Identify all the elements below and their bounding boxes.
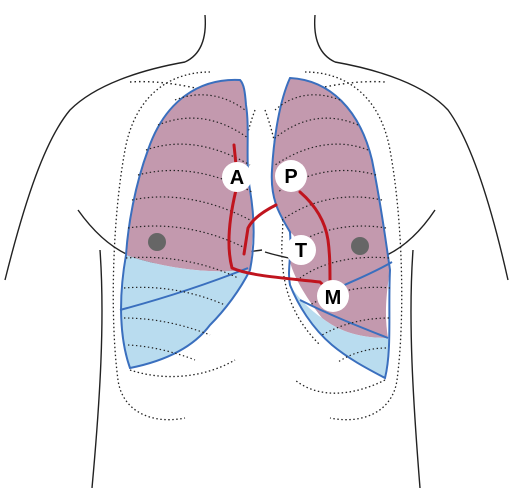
label-mitral-circle xyxy=(317,280,349,312)
label-mitral: M xyxy=(317,280,349,312)
label-mitral-text: M xyxy=(325,287,342,309)
nipple-right xyxy=(351,237,369,255)
lung-left-lower-lobe xyxy=(121,255,250,368)
rib-lines xyxy=(123,94,391,363)
label-tricuspid: T xyxy=(286,235,316,265)
lung-right-outline xyxy=(270,76,392,380)
route-lines xyxy=(227,143,332,292)
label-pulmonic-text: P xyxy=(284,166,297,188)
nipple-left xyxy=(148,233,166,251)
lung-left-upper-lobe xyxy=(126,79,253,272)
lung-right-lower-lobe xyxy=(290,285,389,378)
rib-right-6 xyxy=(289,225,387,249)
rib-left-7 xyxy=(125,256,239,279)
rib-right-2 xyxy=(274,117,359,139)
left-shoulder-line xyxy=(4,61,186,281)
rib-left-8 xyxy=(123,286,226,306)
rib-right-9 xyxy=(321,317,390,336)
label-pulmonic-circle xyxy=(275,160,307,192)
rib-left-9 xyxy=(123,317,211,336)
rib-left-2 xyxy=(157,117,249,139)
label-aortic-text: A xyxy=(230,167,244,189)
neck-left-line xyxy=(184,14,207,63)
body-outline xyxy=(4,14,509,488)
lower-rib-right xyxy=(294,379,386,394)
label-tricuspid-text: T xyxy=(295,240,307,262)
lung-right-upper-lobe xyxy=(271,78,390,338)
neck-right-line xyxy=(313,14,336,63)
rib-left-6 xyxy=(127,225,246,249)
lung-left-outline xyxy=(120,78,255,370)
rib-left-3 xyxy=(145,143,251,166)
route-aortic-to-mitral xyxy=(227,188,330,292)
left-torso-line xyxy=(91,249,103,488)
ribcage-right-outer xyxy=(304,71,403,421)
route-pulmonic-to-mitral xyxy=(298,190,332,287)
label-aortic: A xyxy=(222,162,252,192)
lung-left-fissure xyxy=(119,267,249,311)
route-aortic-start xyxy=(232,143,238,167)
rib-left-5 xyxy=(131,196,251,221)
rib-right-8 xyxy=(309,286,391,306)
label-pulmonic: P xyxy=(275,160,307,192)
right-torso-line xyxy=(410,249,421,488)
rib-right-7 xyxy=(299,256,390,279)
lung-left xyxy=(119,78,255,370)
lung-right xyxy=(270,76,393,380)
label-aortic-circle xyxy=(222,162,252,192)
lung-right-fissure-oblique xyxy=(299,299,389,339)
rib-right-1 xyxy=(274,94,341,111)
route-pulmonic-to-aorta xyxy=(242,203,278,256)
ribcage-left-outer xyxy=(112,71,211,421)
right-shoulder-line xyxy=(334,61,509,281)
rib-right-10 xyxy=(337,347,387,363)
label-tricuspid-circle xyxy=(286,235,316,265)
